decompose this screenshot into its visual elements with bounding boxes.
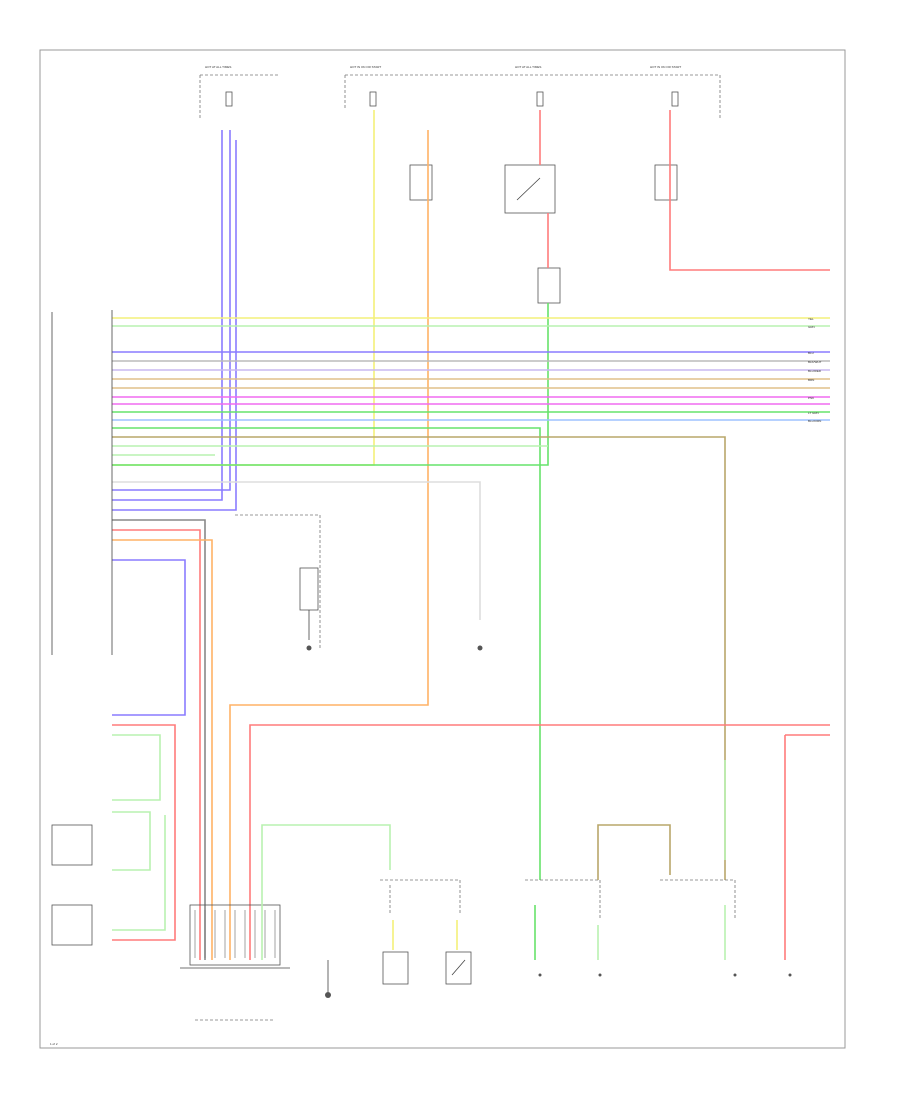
wire-olive-bridge bbox=[597, 824, 671, 880]
bottom-connector bbox=[180, 824, 391, 1021]
fuse-label-2: HOT IN ON OR START bbox=[350, 65, 381, 69]
brake-sensor bbox=[382, 951, 409, 985]
module-left-2 bbox=[51, 904, 93, 946]
switch-contact bbox=[516, 177, 541, 201]
wire-blu-2 bbox=[112, 130, 231, 491]
ground-1 bbox=[306, 645, 312, 651]
mirror-link-1 bbox=[525, 879, 601, 920]
fuse-block-1 bbox=[199, 74, 280, 120]
right-wire-labels: YEL GRN BLU BLK/WHT BLU/RED BRN PNK LT G… bbox=[808, 317, 822, 423]
bus-blu-loop bbox=[112, 559, 186, 716]
security-module-connector bbox=[189, 904, 281, 966]
module-left-1 bbox=[51, 824, 93, 866]
wire-red-feed-3 bbox=[669, 110, 830, 271]
bus-olive-drop bbox=[112, 436, 726, 880]
relay-3 bbox=[654, 164, 678, 201]
wire-lt-grn-loop bbox=[112, 734, 161, 801]
relay-group bbox=[409, 164, 678, 304]
bus-red-drop bbox=[112, 529, 201, 960]
fuse-label-4: HOT IN ON OR START bbox=[650, 65, 681, 69]
sensor-1 bbox=[299, 567, 319, 611]
right-label-7: LT GRN bbox=[808, 411, 819, 415]
left-modules bbox=[51, 724, 830, 960]
bus-wires bbox=[112, 317, 830, 960]
bus-gray-2 bbox=[112, 519, 206, 960]
relay-1 bbox=[409, 164, 433, 201]
fuse-bus-top bbox=[344, 74, 721, 120]
page-number: 1 of 2 bbox=[50, 1042, 58, 1046]
wire-blu-1 bbox=[112, 130, 223, 501]
mirror-pin-2 bbox=[598, 973, 602, 977]
sensor-link bbox=[235, 514, 321, 650]
wire-orn-feed bbox=[229, 130, 429, 960]
wire-lt-grn-loop-2 bbox=[112, 811, 151, 871]
right-label-0: YEL bbox=[808, 317, 814, 321]
bus-gray-drop bbox=[112, 481, 481, 620]
mirror-link-2 bbox=[660, 879, 736, 920]
bottom-components bbox=[325, 760, 792, 998]
wire-blu-3 bbox=[112, 140, 237, 511]
fuse-4 bbox=[671, 91, 679, 107]
right-label-5: BRN bbox=[808, 378, 814, 382]
right-label-6: PNK bbox=[808, 396, 814, 400]
right-label-3: BLK/WHT bbox=[808, 360, 822, 364]
relay-switch-2 bbox=[504, 164, 556, 214]
mirror-pin-4 bbox=[788, 973, 792, 977]
fuse-label-3: HOT AT ALL TIMES bbox=[515, 65, 541, 69]
relay-4 bbox=[537, 267, 561, 304]
diagram-frame bbox=[39, 49, 846, 1049]
main-connector bbox=[51, 310, 113, 655]
fuse-1 bbox=[225, 91, 233, 107]
brake-switch bbox=[445, 951, 472, 985]
ground-2 bbox=[477, 645, 483, 651]
bus-orn-drop bbox=[112, 539, 213, 960]
wire-grn-feed bbox=[112, 303, 549, 466]
top-feed-wires bbox=[112, 110, 830, 960]
fuse-3 bbox=[536, 91, 544, 107]
brake-switch-contact bbox=[451, 959, 466, 976]
fuse-label-1: HOT AT ALL TIMES bbox=[205, 65, 231, 69]
right-label-4: BLU/RED bbox=[808, 369, 822, 373]
right-label-8: BLU/ORN bbox=[808, 419, 821, 423]
mirror-pin-3 bbox=[733, 973, 737, 977]
wire-lt-grn-bottom bbox=[261, 824, 391, 960]
wire-red-loop bbox=[112, 724, 176, 941]
mid-components bbox=[299, 567, 483, 651]
mirror-pin-1 bbox=[538, 973, 542, 977]
right-label-2: BLU bbox=[808, 351, 814, 355]
ground-3 bbox=[325, 992, 331, 998]
right-label-1: GRN bbox=[808, 325, 815, 329]
power-source-group: HOT AT ALL TIMES HOT IN ON OR START HOT … bbox=[199, 65, 721, 120]
wire-red-long bbox=[249, 724, 830, 960]
wire-lt-grn-3 bbox=[112, 815, 166, 931]
bus-grn-drop bbox=[112, 427, 541, 880]
switch-link bbox=[380, 879, 461, 915]
fuse-2 bbox=[369, 91, 377, 107]
